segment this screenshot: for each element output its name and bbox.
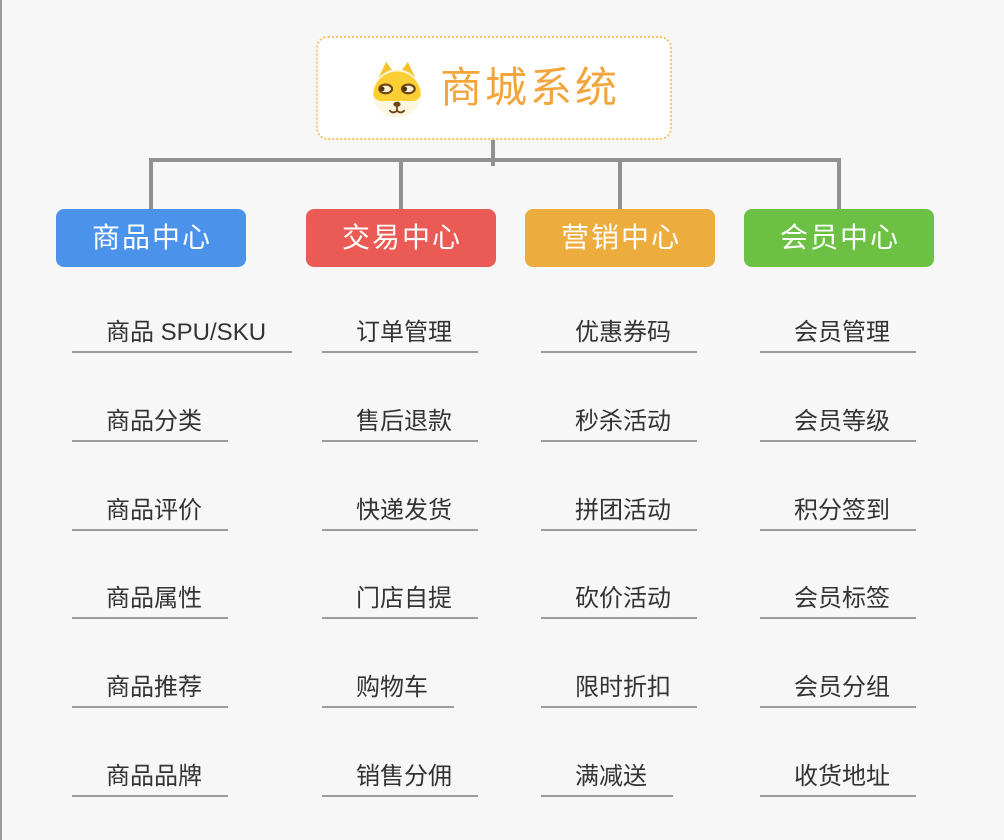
sub-topic[interactable]: 商品评价 [72, 487, 228, 531]
sub-topic[interactable]: 会员分组 [760, 664, 916, 708]
branch-label: 商品中心 [91, 222, 212, 253]
sub-topic-label: 秒杀活动 [575, 408, 671, 435]
root-topic[interactable]: 商城系统 [316, 36, 672, 140]
sub-topic[interactable]: 会员等级 [760, 398, 916, 442]
sub-topic[interactable]: 商品分类 [72, 398, 228, 442]
sub-topic-label: 优惠券码 [575, 319, 671, 346]
sub-topic[interactable]: 积分签到 [760, 487, 916, 531]
sub-topic[interactable]: 收货地址 [760, 753, 916, 797]
connector-trunk [0, 0, 2, 532]
sub-topic[interactable]: 会员标签 [760, 575, 916, 619]
sub-topic[interactable]: 会员管理 [760, 309, 916, 353]
branch-label: 交易中心 [341, 222, 462, 253]
sub-topic-label: 商品推荐 [106, 674, 202, 701]
sub-topic-label: 会员标签 [794, 585, 890, 612]
sub-topic-label: 售后退款 [356, 408, 452, 435]
sub-topic[interactable]: 商品 SPU/SKU [72, 309, 293, 353]
connector-trunk [0, 532, 2, 840]
sub-topic[interactable]: 购物车 [322, 664, 454, 708]
sub-topic[interactable]: 商品品牌 [72, 753, 228, 797]
branch-header[interactable]: 商品中心 [56, 209, 246, 267]
sub-topic[interactable]: 秒杀活动 [541, 398, 697, 442]
sub-topic-label: 商品评价 [106, 497, 202, 524]
branch-label: 会员中心 [779, 222, 900, 253]
root-topic-title: 商城系统 [439, 64, 620, 111]
sub-topic[interactable]: 商品属性 [72, 575, 228, 619]
connector-drop [399, 162, 403, 209]
branch: 交易中心 订单管理 售后退款 快递发货 门店自提 购物车 销售分佣 [0, 162, 1004, 840]
sub-topic-label: 限时折扣 [575, 674, 671, 701]
connector-root-stub [491, 140, 495, 166]
connector-drop [149, 162, 153, 209]
connector-drop [618, 162, 622, 209]
sub-topic[interactable]: 快递发货 [322, 487, 478, 531]
sub-topic-label: 订单管理 [356, 319, 452, 346]
sub-topic-label: 收货地址 [794, 763, 890, 790]
sub-topic-label: 拼团活动 [575, 497, 671, 524]
branch: 商品中心 商品 SPU/SKU 商品分类 商品评价 商品属性 商品推荐 商品品牌 [0, 0, 293, 797]
sub-topic-label: 满减送 [575, 763, 647, 790]
sub-topic-label: 快递发货 [356, 497, 452, 524]
sub-topic-label: 商品属性 [106, 585, 202, 612]
branch-label: 营销中心 [560, 222, 681, 253]
sub-topic-label: 门店自提 [356, 585, 452, 612]
sub-topic[interactable]: 优惠券码 [541, 309, 697, 353]
sub-topic-label: 会员等级 [794, 408, 890, 435]
sub-topic[interactable]: 商品推荐 [72, 664, 228, 708]
sub-topic-label: 商品分类 [106, 408, 202, 435]
shiba-dog-icon [368, 57, 426, 119]
sub-topic[interactable]: 拼团活动 [541, 487, 697, 531]
sub-topic[interactable]: 门店自提 [322, 575, 478, 619]
sub-topic[interactable]: 订单管理 [322, 309, 478, 353]
connector-horizontal [149, 158, 841, 162]
sub-topic-label: 会员管理 [794, 319, 890, 346]
sub-topic-label: 砍价活动 [575, 585, 671, 612]
sub-topic-label: 会员分组 [794, 674, 890, 701]
branch-header[interactable]: 会员中心 [744, 209, 934, 267]
sub-topic-label: 销售分佣 [356, 763, 452, 790]
sub-topic[interactable]: 销售分佣 [322, 753, 478, 797]
sub-topic[interactable]: 满减送 [541, 753, 673, 797]
branch-header[interactable]: 营销中心 [525, 209, 715, 267]
sub-topic-label: 商品 SPU/SKU [106, 319, 267, 346]
sub-topic-label: 商品品牌 [106, 763, 202, 790]
branch-header[interactable]: 交易中心 [306, 209, 496, 267]
connector-drop [837, 162, 841, 209]
sub-topic[interactable]: 砍价活动 [541, 575, 697, 619]
sub-topic[interactable]: 限时折扣 [541, 664, 697, 708]
sub-topic-label: 购物车 [356, 674, 428, 701]
sub-topic[interactable]: 售后退款 [322, 398, 478, 442]
sub-topic-label: 积分签到 [794, 497, 890, 524]
